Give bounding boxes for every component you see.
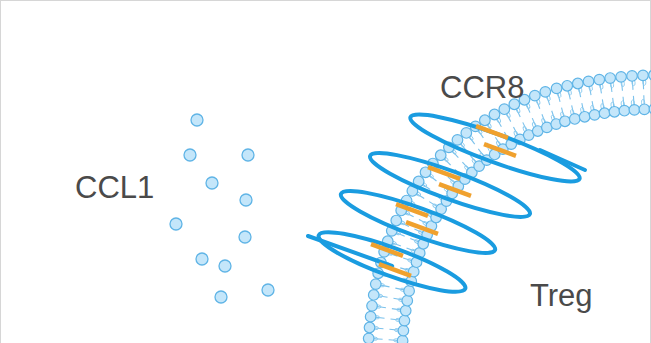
lipid-head	[404, 286, 415, 297]
ccl1-dot	[215, 291, 227, 303]
ccr8-terminus	[540, 150, 585, 170]
lipid-tails	[368, 75, 651, 343]
ccr8-helix	[484, 144, 516, 156]
lipid-head	[605, 73, 616, 84]
lipid-head	[363, 333, 374, 343]
lipid-head	[397, 335, 408, 343]
ccl1-dot	[206, 177, 218, 189]
lipid-head	[365, 311, 376, 322]
ccl1-molecules	[170, 114, 274, 303]
ccl1-dot	[240, 194, 252, 206]
cell-label: Treg	[530, 280, 593, 311]
lipid-head	[364, 322, 375, 333]
lipid-head	[367, 301, 378, 312]
ccr8-helix	[371, 244, 403, 256]
ccr8-loop	[336, 181, 500, 263]
lipid-head	[540, 87, 551, 98]
lipid-head	[399, 315, 410, 326]
ccl1-dot	[219, 260, 231, 272]
lipid-head	[480, 115, 491, 126]
ccr8-helix	[439, 184, 471, 196]
ccl1-dot	[262, 284, 274, 296]
ligand-label: CCL1	[75, 172, 154, 203]
lipid-head	[562, 80, 573, 91]
lipid-head	[569, 114, 580, 125]
lipid-head	[560, 116, 571, 127]
lipid-head	[616, 72, 627, 83]
lipid-head	[589, 110, 600, 121]
lipid-heads	[363, 70, 651, 343]
lipid-head	[368, 290, 379, 301]
lipid-head	[649, 104, 651, 115]
ccr8-loop	[365, 143, 534, 227]
ccr8-helix	[396, 204, 428, 216]
ccl1-dot	[242, 149, 254, 161]
ccr8-loop	[406, 104, 585, 192]
lipid-head	[530, 90, 541, 101]
lipid-head	[499, 104, 510, 115]
lipid-head	[629, 105, 640, 116]
lipid-head	[609, 106, 620, 117]
ccl1-dot	[196, 253, 208, 265]
ccr8-helix	[428, 167, 460, 179]
ccr8-helix	[476, 126, 508, 138]
lipid-head	[573, 78, 584, 89]
lipid-head	[579, 111, 590, 122]
lipid-head	[452, 135, 463, 146]
lipid-head	[649, 70, 651, 81]
lipid-head	[391, 215, 402, 226]
lipid-head	[619, 105, 630, 116]
lipid-head	[583, 76, 594, 87]
lipid-head	[627, 71, 638, 82]
ccl1-dot	[191, 114, 203, 126]
ccr8-receptor	[308, 104, 585, 302]
ccl1-dot	[239, 231, 251, 243]
lipid-head	[639, 104, 650, 115]
lipid-head	[638, 70, 649, 81]
lipid-head	[402, 295, 413, 306]
ccl1-dot	[170, 218, 182, 230]
lipid-head	[489, 109, 500, 120]
lipid-head	[599, 108, 610, 119]
ccr8-helix	[379, 264, 411, 276]
lipid-head	[461, 128, 472, 139]
ccl1-dot	[184, 149, 196, 161]
lipid-head	[551, 83, 562, 94]
lipid-head	[435, 150, 446, 161]
ccr8-loop	[314, 222, 470, 302]
lipid-head	[594, 74, 605, 85]
lipid-head	[400, 305, 411, 316]
receptor-label: CCR8	[440, 72, 524, 103]
ccr8-helix	[406, 222, 438, 234]
lipid-head	[398, 325, 409, 336]
lipid-head	[370, 279, 381, 290]
